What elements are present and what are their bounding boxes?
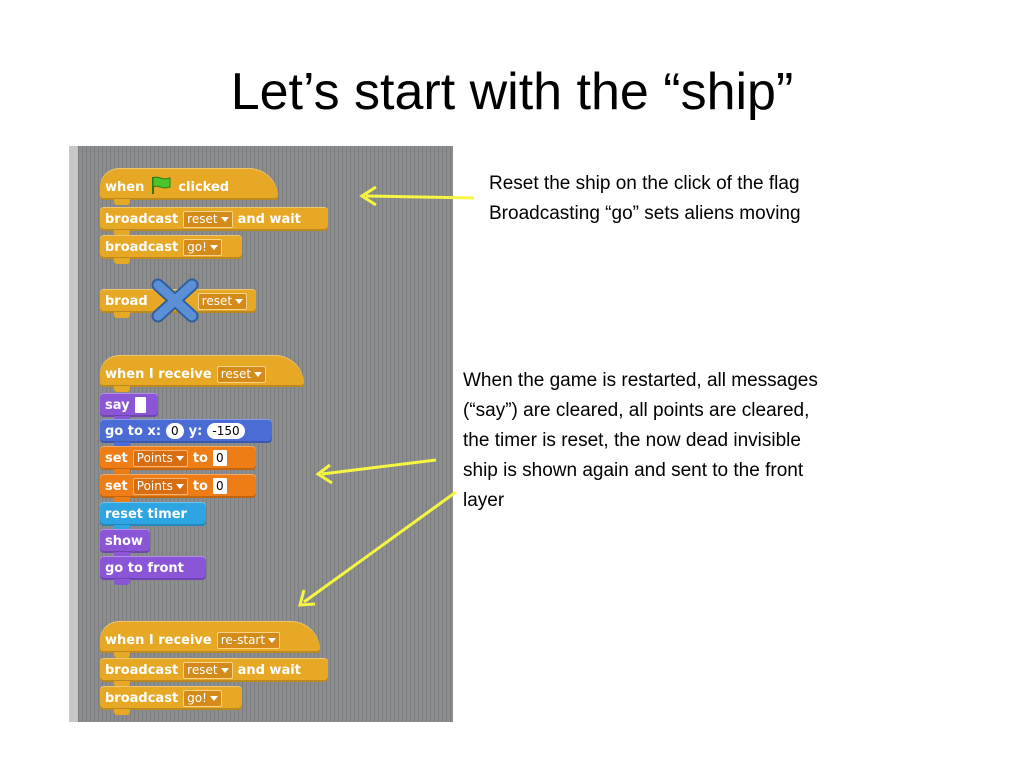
show-label: show [105,533,143,549]
message-value: reset [187,212,218,226]
note-line: the timer is reset, the now dead invisib… [463,430,801,451]
broadcast-label: broadcast [105,211,179,227]
hat-clicked-label: clicked [178,179,230,195]
note-line: ship is shown again and sent to the fron… [463,460,804,481]
dropdown-arrow-icon [235,298,244,304]
hat-label: when I receive [105,632,212,648]
show-block[interactable]: show [100,529,150,558]
go-to-front-block[interactable]: go to front [100,556,206,585]
set-value-input[interactable]: 0 [212,478,227,494]
scratch-scripts-area[interactable]: when clicked broadcast reset and wait br… [69,146,453,722]
set-value-input[interactable]: 0 [212,450,227,466]
broadcast-label: broad [105,293,148,309]
broadcast-and-wait-block[interactable]: broadcast reset and wait [100,658,328,687]
variable-name: Points [136,479,173,493]
message-dropdown[interactable]: reset [197,292,248,310]
message-dropdown[interactable]: reset [183,661,233,679]
when-i-receive-restart-block[interactable]: when I receive re-start [100,621,320,658]
say-text-input[interactable] [134,397,146,413]
broadcast-block[interactable]: broadcast go! [100,686,242,715]
message-dropdown[interactable]: go! [183,238,222,256]
when-flag-clicked-block[interactable]: when clicked [100,168,278,205]
dropdown-arrow-icon [220,216,229,222]
dropdown-arrow-icon [220,667,229,673]
message-dropdown[interactable]: go! [183,689,222,707]
message-dropdown[interactable]: re-start [216,631,281,649]
variable-name: Points [136,451,173,465]
broadcast-and-wait-block[interactable]: broadcast reset and wait [100,207,328,236]
reset-timer-label: reset timer [105,506,187,522]
to-label: to [192,450,208,466]
message-value: go! [187,691,207,705]
note-line: (“say”) are cleared, all points are clea… [463,400,810,421]
y-input[interactable]: -150 [207,423,245,439]
set-variable-block[interactable]: set Points to 0 [100,446,256,475]
dropdown-arrow-icon [175,455,184,461]
arrow-to-restart-script [298,490,457,607]
when-i-receive-reset-block[interactable]: when I receive reset [100,355,304,392]
broadcast-block[interactable]: broadcast go! [100,235,242,264]
go-to-front-label: go to front [105,560,184,576]
and-wait-label: and wait [237,662,301,678]
set-label: set [105,478,128,494]
and-wait-label: and wait [237,211,301,227]
green-flag-icon [149,175,173,199]
message-value: reset [220,367,252,381]
arrow-to-flag-script [359,185,475,207]
say-label: say [105,397,130,413]
to-label: to [192,478,208,494]
variable-dropdown[interactable]: Points [132,477,188,495]
variable-dropdown[interactable]: Points [132,449,188,467]
broadcast-label: broadcast [105,662,179,678]
dropdown-arrow-icon [175,483,184,489]
note-restart: When the game is restarted, all messages… [463,366,818,516]
slide-title: Let’s start with the “ship” [230,63,794,121]
note-line: Broadcasting “go” sets aliens moving [489,203,801,224]
hat-label: when I receive [105,366,212,382]
goto-x-label: go to x: [105,423,162,439]
x-cross-icon [151,278,199,323]
dropdown-arrow-icon [254,371,263,377]
reset-timer-block[interactable]: reset timer [100,502,206,531]
x-input[interactable]: 0 [166,423,184,439]
broadcast-label: broadcast [105,239,179,255]
message-dropdown[interactable]: reset [216,365,267,383]
note-line: layer [463,490,505,511]
message-value: reset [201,294,233,308]
goto-y-label: y: [188,423,203,439]
message-dropdown[interactable]: reset [183,210,233,228]
message-value: go! [187,240,207,254]
set-label: set [105,450,128,466]
hat-when-label: when [105,179,145,195]
set-variable-block[interactable]: set Points to 0 [100,474,256,503]
broadcast-label: broadcast [105,690,179,706]
message-value: re-start [220,633,266,647]
dropdown-arrow-icon [268,637,277,643]
dropdown-arrow-icon [209,695,218,701]
say-block[interactable]: say [100,393,158,422]
note-line: When the game is restarted, all messages [463,370,818,391]
arrow-to-reset-script [315,458,437,485]
go-to-xy-block[interactable]: go to x: 0 y: -150 [100,419,272,448]
dropdown-arrow-icon [209,244,218,250]
message-value: reset [187,663,218,677]
note-flag-reset: Reset the ship on the click of the flag … [489,169,801,229]
note-line: Reset the ship on the click of the flag [489,173,800,194]
